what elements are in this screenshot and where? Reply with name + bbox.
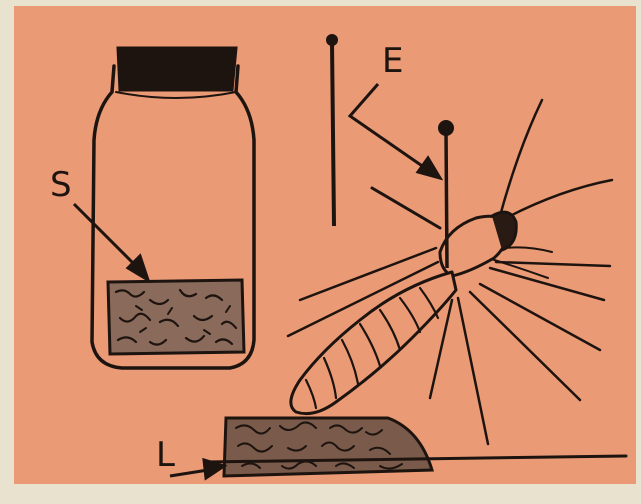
cork-stopper [118,48,236,90]
label-s: S [50,165,72,205]
label-l: L [156,435,175,475]
print-background [14,6,636,484]
label-e: E [382,41,403,81]
jar-contents [108,280,244,354]
